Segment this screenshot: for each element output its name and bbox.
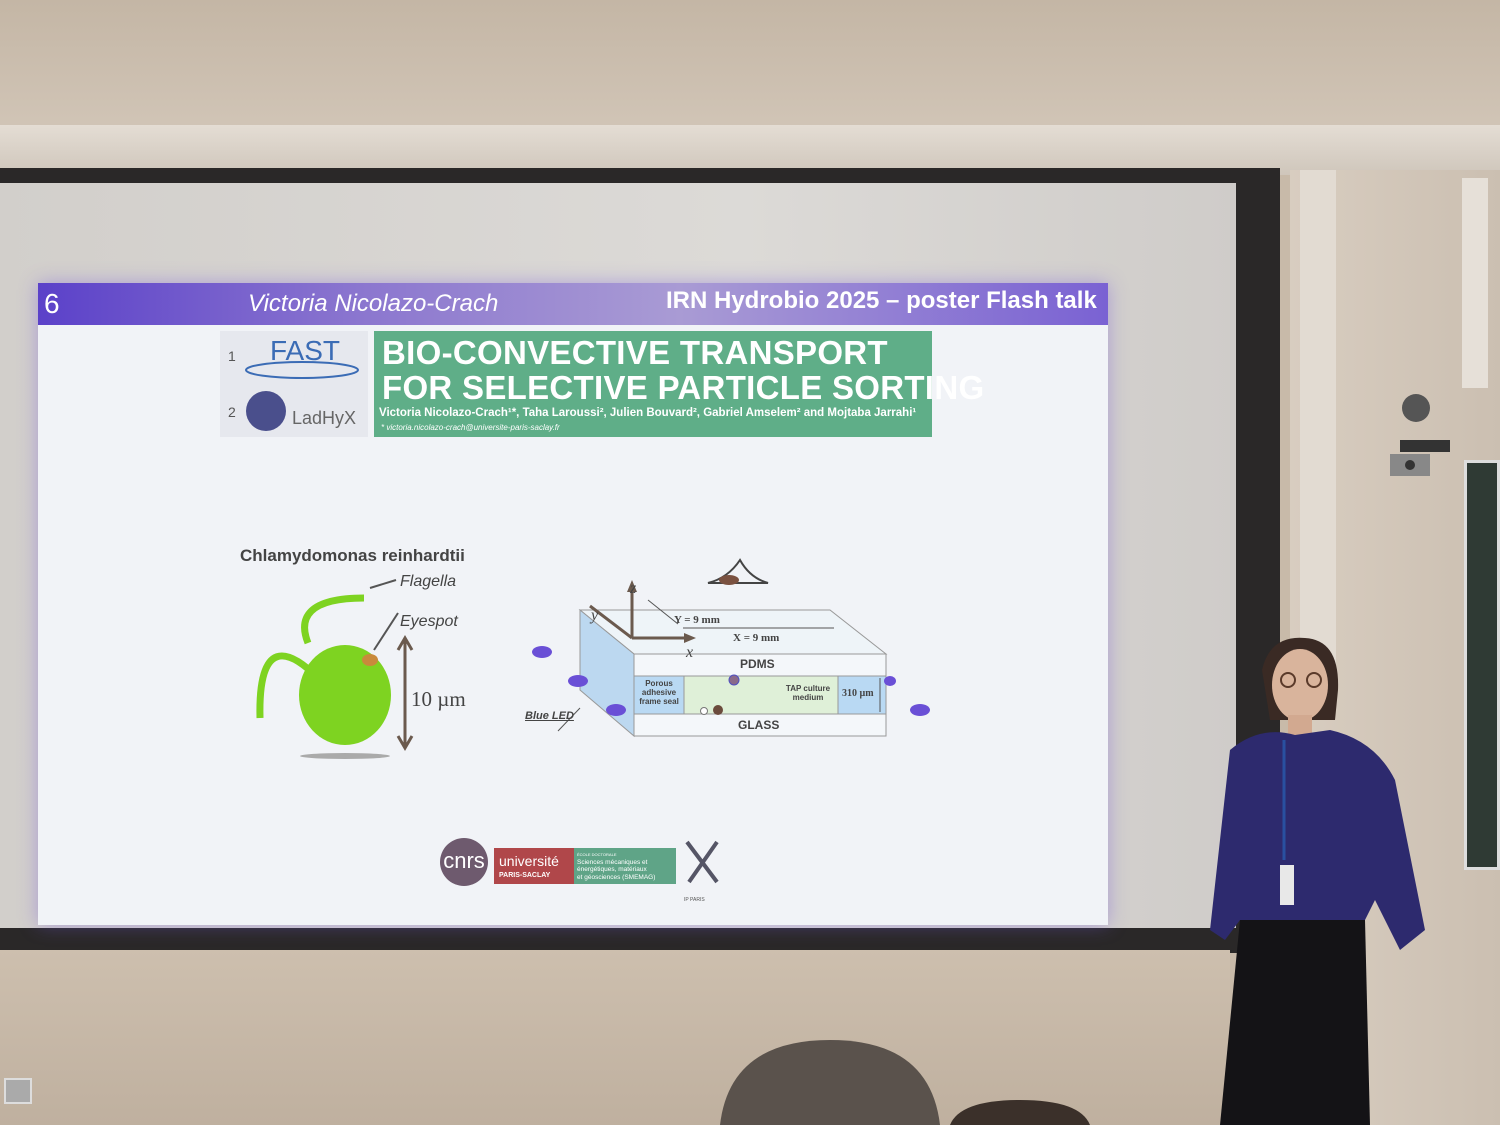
height-label: 310 µm xyxy=(842,688,874,699)
y-dimension: Y = 9 mm xyxy=(674,614,720,626)
slide-number: 6 xyxy=(44,288,60,319)
cell-size-label: 10 µm xyxy=(411,687,466,711)
seal-label-line: frame seal xyxy=(639,697,679,706)
ladhyx-logo-icon xyxy=(246,391,286,431)
wall-lower xyxy=(0,950,1230,1125)
ups-logo-text: université xyxy=(499,853,559,869)
poster-title-line2: FOR SELECTIVE PARTICLE SORTING xyxy=(382,369,985,406)
smemag-text: Sciences mécaniques et xyxy=(577,858,648,866)
wall xyxy=(0,0,1500,140)
smemag-text: énergétiques, matériaux xyxy=(577,866,647,873)
audience-heads xyxy=(720,1040,1090,1125)
event-name: IRN Hydrobio 2025 – poster Flash talk xyxy=(666,287,1097,314)
smemag-logo: ÉCOLE DOCTORALE Sciences mécaniques et é… xyxy=(574,848,676,884)
seal-label-line: Porous xyxy=(645,679,673,688)
affiliation-index: 2 xyxy=(228,404,236,420)
smemag-text: ÉCOLE DOCTORALE xyxy=(577,852,617,857)
blue-led-icon xyxy=(532,646,930,716)
ups-logo-text: PARIS-SACLAY xyxy=(499,872,551,879)
blue-led-label: Blue LED xyxy=(525,710,574,722)
slide: 6 Victoria Nicolazo-Crach IRN Hydrobio 2… xyxy=(38,283,1108,925)
cell-illustration xyxy=(256,579,414,759)
speaker-name: Victoria Nicolazo-Crach xyxy=(248,290,499,317)
glass-label: GLASS xyxy=(738,718,780,732)
wall-fixture xyxy=(1462,178,1488,388)
slide-header: 6 Victoria Nicolazo-Crach IRN Hydrobio 2… xyxy=(38,283,1108,325)
fast-logo: FAST xyxy=(270,335,341,366)
camera-icon xyxy=(1380,390,1455,480)
poster-title-box: BIO-CONVECTIVE TRANSPORT FOR SELECTIVE P… xyxy=(374,331,984,437)
ladhyx-logo: LadHyX xyxy=(292,408,357,428)
microfluidic-device-diagram xyxy=(532,558,930,738)
cnrs-logo: cnrs xyxy=(440,838,488,886)
medium-label-line: medium xyxy=(792,693,824,702)
ip-paris-logo: IP PARIS xyxy=(684,897,705,903)
affiliation-index: 1 xyxy=(228,348,236,364)
smemag-text: et géosciences (SMEMAG) xyxy=(577,873,656,881)
pillar xyxy=(1300,170,1336,690)
polytechnique-logo-icon xyxy=(685,840,719,884)
affiliation-logos: 1 FAST 2 LadHyX xyxy=(220,331,368,437)
medium-label-line: TAP culture xyxy=(785,684,831,693)
seal-label-line: adhesive xyxy=(641,688,677,697)
ceiling-strip xyxy=(0,125,1500,175)
axis-x: x xyxy=(686,644,694,661)
pdms-label: PDMS xyxy=(740,657,775,671)
poster-title-line1: BIO-CONVECTIVE TRANSPORT xyxy=(382,334,888,371)
blackboard xyxy=(1464,460,1500,870)
axis-z: z xyxy=(630,580,637,597)
x-dimension: X = 9 mm xyxy=(733,632,780,644)
wall-outlet xyxy=(4,1078,32,1104)
fast-wave-icon xyxy=(245,361,359,379)
flagella-label: Flagella xyxy=(400,573,457,590)
presenter xyxy=(1210,637,1425,1125)
authors: Victoria Nicolazo-Crach¹*, Taha Laroussi… xyxy=(379,407,917,419)
axis-y: y xyxy=(591,607,599,624)
email: * victoria.nicolazo-crach@universite-par… xyxy=(381,423,560,432)
eyespot-label: Eyespot xyxy=(400,613,458,630)
cell-title: Chlamydomonas reinhardtii xyxy=(240,546,465,565)
universite-paris-saclay-logo: université PARIS-SACLAY xyxy=(494,848,574,884)
